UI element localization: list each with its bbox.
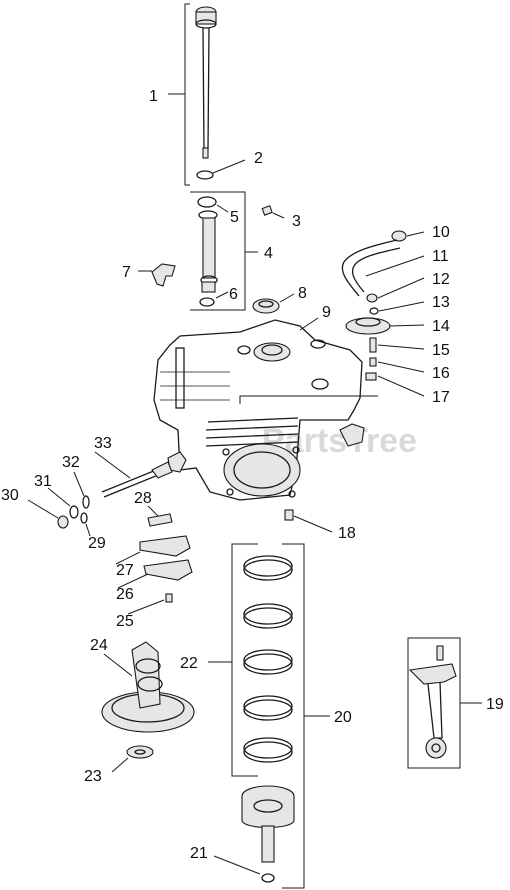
callout-9: 9 (322, 304, 331, 321)
callout-6: 6 (229, 286, 238, 303)
callout-28: 28 (134, 490, 152, 507)
washer-31[interactable] (47, 487, 79, 519)
o-ring-2[interactable] (196, 159, 246, 180)
seal-8[interactable] (252, 293, 295, 314)
cover-14[interactable] (345, 317, 425, 335)
callout-32: 32 (62, 454, 80, 471)
piston-20[interactable] (241, 785, 295, 828)
screw-3[interactable] (261, 205, 285, 219)
callout-7: 7 (122, 264, 131, 281)
dipstick-part[interactable] (195, 6, 217, 159)
washer-13[interactable] (369, 301, 425, 315)
callout-22: 22 (180, 655, 198, 672)
stud-15[interactable] (369, 337, 425, 353)
callout-13: 13 (432, 294, 450, 311)
clamp-10[interactable] (391, 230, 425, 242)
callout-14: 14 (432, 318, 450, 335)
bolt-25[interactable] (127, 593, 173, 615)
plate-17[interactable] (365, 372, 425, 397)
gear-26[interactable] (117, 559, 193, 589)
callout-29: 29 (88, 535, 106, 552)
connecting-rod-19[interactable] (408, 645, 457, 759)
tube-bracket (190, 191, 258, 311)
governor-shaft-33[interactable] (94, 451, 173, 498)
bracket-7[interactable] (138, 263, 176, 287)
dipstick-tube-part[interactable] (197, 196, 229, 307)
callout-3: 3 (292, 213, 301, 230)
callout-19: 19 (486, 696, 504, 713)
callout-27: 27 (116, 562, 134, 579)
callout-20: 20 (334, 709, 352, 726)
crankcase-9[interactable] (153, 317, 365, 501)
camshaft-24[interactable] (101, 641, 195, 733)
callout-17: 17 (432, 389, 450, 406)
callout-31: 31 (34, 473, 52, 490)
shim-28[interactable] (147, 505, 173, 527)
callout-25: 25 (116, 613, 134, 630)
callout-16: 16 (432, 365, 450, 382)
hose-11[interactable] (341, 239, 425, 297)
callout-5: 5 (230, 209, 239, 226)
callout-30: 30 (1, 487, 19, 504)
callout-12: 12 (432, 271, 450, 288)
washer-32[interactable] (73, 471, 90, 509)
callout-15: 15 (432, 342, 450, 359)
nut-30[interactable] (27, 499, 69, 529)
callout-4: 4 (264, 245, 273, 262)
plug-18[interactable] (284, 509, 333, 533)
gear-shaft-27[interactable] (115, 535, 191, 565)
pin-21[interactable] (213, 825, 275, 883)
washer-29[interactable] (80, 512, 91, 537)
conrod-bracket (407, 637, 482, 769)
callout-18: 18 (338, 525, 356, 542)
callout-21: 21 (190, 845, 208, 862)
callout-10: 10 (432, 224, 450, 241)
piston-rings-22[interactable] (243, 555, 293, 763)
callout-24: 24 (90, 637, 108, 654)
callout-8: 8 (298, 285, 307, 302)
stud-16[interactable] (369, 357, 425, 373)
callout-11: 11 (432, 248, 449, 265)
dipstick-bracket (168, 3, 190, 186)
callout-2: 2 (254, 150, 263, 167)
callout-33: 33 (94, 435, 112, 452)
callout-1: 1 (149, 88, 158, 105)
fitting-12[interactable] (366, 277, 425, 303)
washer-23[interactable] (111, 745, 154, 773)
callout-23: 23 (84, 768, 102, 785)
rings-bracket (208, 543, 330, 889)
callout-26: 26 (116, 586, 134, 603)
